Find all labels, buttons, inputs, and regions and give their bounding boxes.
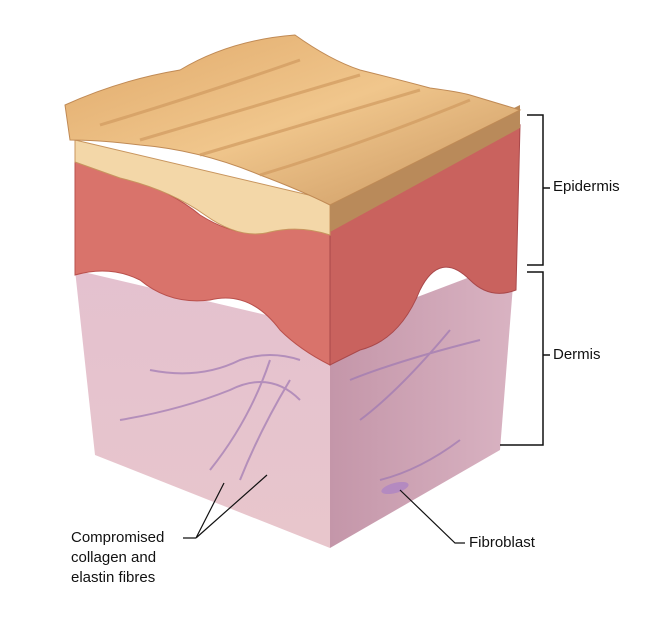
surface-wrinkles xyxy=(99,58,471,177)
epidermis-right-face xyxy=(329,124,521,366)
dermis-label: Dermis xyxy=(553,346,601,363)
collagen-label: Compromised collagen and elastin fibres xyxy=(71,528,164,588)
fibroblast-cell xyxy=(381,481,409,495)
fibroblast-label: Fibroblast xyxy=(469,534,535,551)
skin-surface xyxy=(64,34,522,206)
epidermis-label: Epidermis xyxy=(553,178,620,195)
collagen-label-line2: collagen and xyxy=(71,549,157,566)
dermis-left-face xyxy=(75,270,330,548)
stratum-layers-left xyxy=(74,139,331,236)
collagen-leader xyxy=(183,474,268,539)
collagen-label-line3: elastin fibres xyxy=(71,569,156,586)
fibroblast-leader xyxy=(399,489,465,544)
stratum-layers-right xyxy=(330,105,520,232)
epidermis-bracket xyxy=(527,114,550,266)
collagen-fibres xyxy=(119,329,481,481)
collagen-label-line1: Compromised xyxy=(71,529,165,546)
dermis-bracket xyxy=(500,271,550,446)
epidermis-left-face xyxy=(74,159,331,366)
